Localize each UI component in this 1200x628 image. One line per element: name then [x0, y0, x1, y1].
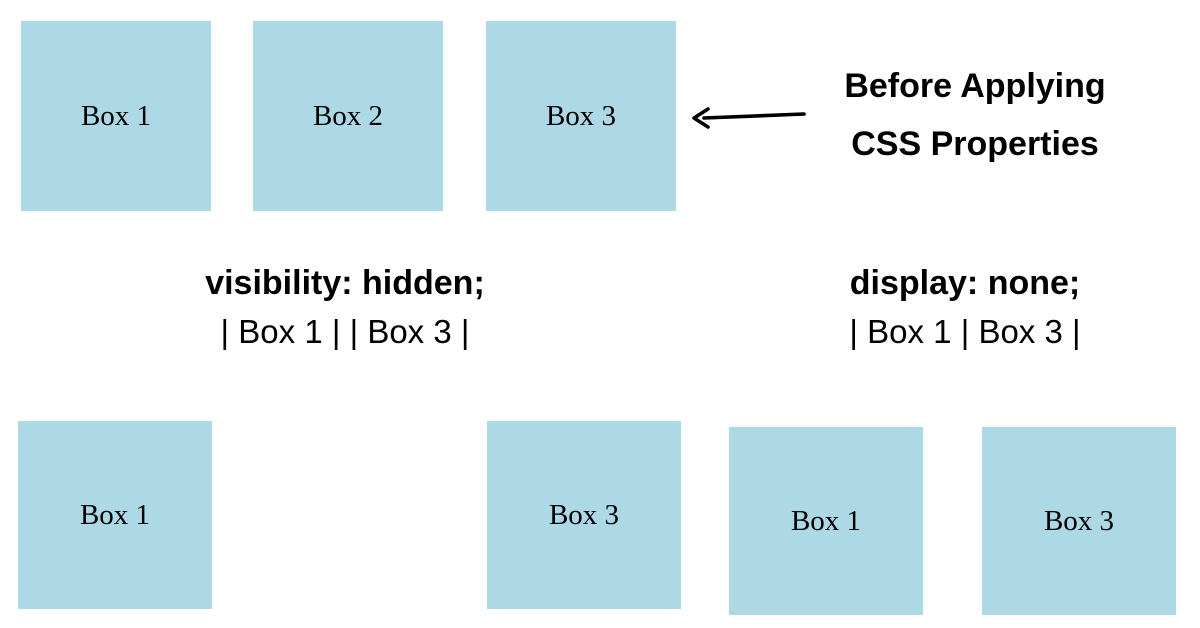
display-result-box-1: Box 1	[729, 427, 923, 615]
box-label: Box 1	[790, 504, 862, 537]
box-label: Box 1	[80, 99, 152, 132]
display-result-box-3: Box 3	[982, 427, 1176, 615]
before-caption-line-1: Before Applying	[844, 67, 1106, 105]
visibility-hidden-heading: visibility: hidden;	[205, 264, 485, 302]
box-label: Box 3	[1043, 504, 1115, 537]
before-box-3: Box 3	[486, 21, 676, 211]
visibility-hidden-label-group: visibility: hidden; | Box 1 | | Box 3 |	[145, 260, 545, 354]
display-none-label-group: display: none; | Box 1 | Box 3 |	[765, 260, 1165, 354]
display-none-heading: display: none;	[849, 264, 1081, 302]
visibility-hidden-flow-text: | Box 1 | | Box 3 |	[220, 313, 470, 350]
before-caption: Before Applying CSS Properties	[810, 57, 1140, 173]
display-none-flow-text: | Box 1 | Box 3 |	[849, 313, 1081, 350]
left-arrow-icon	[690, 102, 808, 132]
box-label: Box 1	[79, 498, 151, 531]
visibility-result-box-3: Box 3	[487, 421, 681, 609]
before-box-1: Box 1	[21, 21, 211, 211]
before-caption-line-2: CSS Properties	[851, 125, 1099, 163]
visibility-result-box-1: Box 1	[18, 421, 212, 609]
box-label: Box 3	[548, 498, 620, 531]
box-label: Box 3	[545, 99, 617, 132]
box-label: Box 2	[312, 99, 384, 132]
before-box-2: Box 2	[253, 21, 443, 211]
